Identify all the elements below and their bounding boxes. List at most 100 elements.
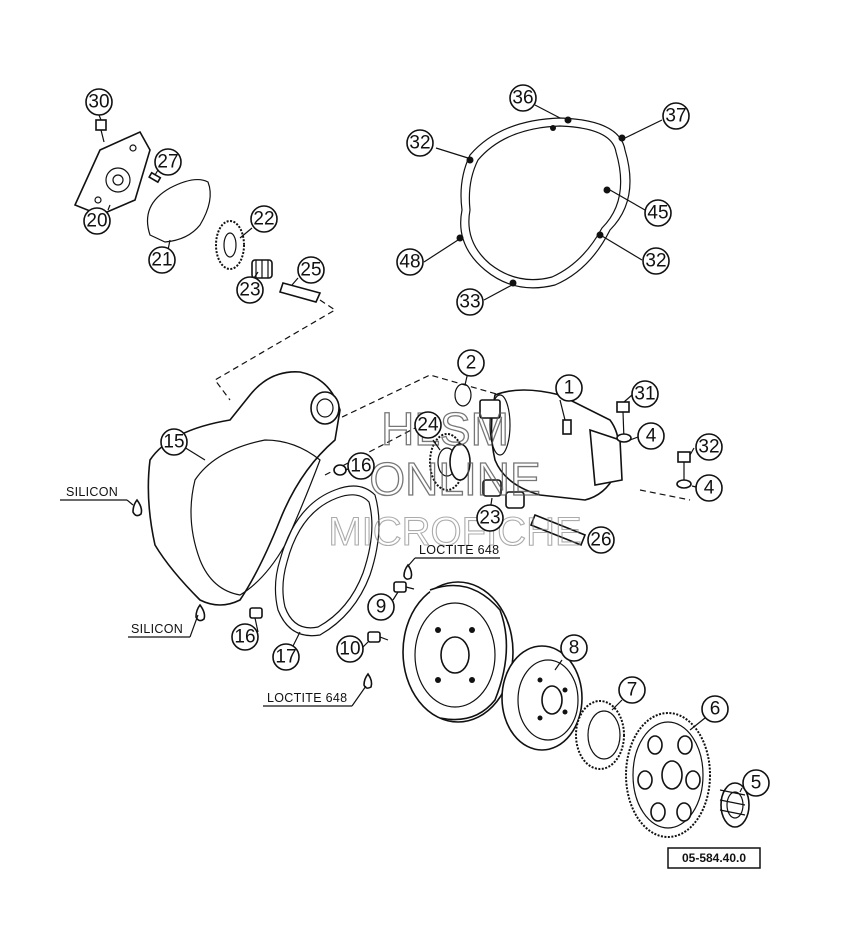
callout-2: 2 bbox=[457, 349, 485, 377]
svg-text:17: 17 bbox=[275, 647, 296, 668]
svg-text:9: 9 bbox=[376, 597, 387, 618]
starter-motor-part-1 bbox=[479, 389, 623, 501]
callout-10: 10 bbox=[336, 635, 364, 663]
callout-6: 6 bbox=[701, 695, 729, 723]
callout-48: 48 bbox=[396, 248, 424, 276]
svg-text:32: 32 bbox=[409, 133, 430, 154]
callout-30: 30 bbox=[85, 88, 113, 116]
callout-36: 36 bbox=[509, 84, 537, 112]
note-loctite-lower: LOCTITE 648 bbox=[267, 691, 347, 705]
cover-gasket-outline bbox=[456, 116, 631, 289]
callout-16-lower: 16 bbox=[231, 623, 259, 651]
shaft-part-26 bbox=[529, 513, 587, 547]
gasket-part-21 bbox=[146, 178, 211, 243]
sealant-drop-silicon-lower bbox=[195, 603, 206, 622]
svg-text:48: 48 bbox=[399, 252, 420, 273]
bearing-part-23-upper bbox=[251, 259, 273, 279]
callout-45: 45 bbox=[644, 199, 672, 227]
watermark-line-3: MICROFICHE bbox=[328, 510, 581, 554]
gasket-part-17 bbox=[274, 485, 380, 637]
svg-text:37: 37 bbox=[665, 106, 686, 127]
note-loctite-upper: LOCTITE 648 bbox=[419, 543, 499, 557]
svg-text:16: 16 bbox=[234, 627, 255, 648]
svg-text:21: 21 bbox=[151, 250, 172, 271]
svg-text:7: 7 bbox=[627, 680, 638, 701]
bolt-part-31 bbox=[616, 401, 632, 443]
screw-part-10 bbox=[363, 631, 389, 689]
note-silicon-lower: SILICON bbox=[131, 622, 183, 636]
gear-part-22 bbox=[215, 220, 245, 270]
callout-23-middle: 23 bbox=[476, 504, 504, 532]
svg-text:32: 32 bbox=[645, 251, 666, 272]
svg-text:22: 22 bbox=[253, 209, 274, 230]
callout-24: 24 bbox=[414, 411, 442, 439]
callout-8: 8 bbox=[560, 634, 588, 662]
screw-part-9 bbox=[393, 563, 415, 593]
svg-text:2: 2 bbox=[466, 353, 477, 374]
svg-text:8: 8 bbox=[569, 638, 580, 659]
callout-32-right: 32 bbox=[695, 433, 723, 461]
screw-part-30 bbox=[95, 119, 107, 143]
svg-text:10: 10 bbox=[339, 639, 360, 660]
ignition-cover-part-15 bbox=[147, 371, 341, 606]
sealant-drop-silicon-upper bbox=[132, 498, 143, 517]
callout-17: 17 bbox=[272, 643, 300, 671]
bolt-part-32-right bbox=[676, 451, 692, 489]
callout-16-upper: 16 bbox=[347, 452, 375, 480]
callout-1: 1 bbox=[555, 374, 583, 402]
svg-text:15: 15 bbox=[163, 432, 184, 453]
assembly-lines bbox=[214, 299, 691, 501]
watermark: HLSM ONLINE MICROFICHE bbox=[328, 402, 582, 554]
freewheel-housing-part-8 bbox=[501, 645, 583, 751]
svg-text:32: 32 bbox=[698, 437, 719, 458]
rotor-flywheel-part bbox=[402, 581, 514, 723]
svg-text:6: 6 bbox=[710, 699, 721, 720]
callout-33: 33 bbox=[456, 288, 484, 316]
callout-22: 22 bbox=[250, 205, 278, 233]
dowel-part-16-upper bbox=[333, 464, 347, 476]
callout-25: 25 bbox=[297, 256, 325, 284]
svg-text:36: 36 bbox=[512, 88, 533, 109]
svg-text:4: 4 bbox=[646, 426, 657, 447]
starter-gear-part-6 bbox=[625, 712, 711, 838]
callout-21: 21 bbox=[148, 246, 176, 274]
svg-text:45: 45 bbox=[647, 203, 668, 224]
shaft-part-25 bbox=[278, 282, 322, 303]
reference-code-box: 05-584.40.0 bbox=[667, 847, 761, 869]
svg-text:25: 25 bbox=[300, 260, 321, 281]
callout-31: 31 bbox=[631, 380, 659, 408]
callout-7: 7 bbox=[618, 676, 646, 704]
svg-text:33: 33 bbox=[459, 292, 480, 313]
callout-37: 37 bbox=[662, 102, 690, 130]
svg-text:27: 27 bbox=[157, 152, 178, 173]
callout-23-upper: 23 bbox=[236, 276, 264, 304]
svg-text:31: 31 bbox=[634, 384, 655, 405]
callout-27: 27 bbox=[154, 148, 182, 176]
callout-20: 20 bbox=[83, 207, 111, 235]
callout-9: 9 bbox=[367, 593, 395, 621]
pin-part-27 bbox=[148, 171, 162, 184]
svg-text:30: 30 bbox=[88, 92, 109, 113]
svg-text:4: 4 bbox=[704, 478, 715, 499]
svg-text:23: 23 bbox=[479, 508, 500, 529]
svg-text:26: 26 bbox=[590, 530, 611, 551]
needle-bearing-part-5 bbox=[719, 782, 750, 828]
watermark-line-1: HLSM bbox=[381, 403, 509, 455]
callout-32-top: 32 bbox=[406, 129, 434, 157]
reference-code: 05-584.40.0 bbox=[682, 851, 746, 865]
o-ring-part-2 bbox=[454, 383, 472, 407]
callout-5: 5 bbox=[742, 769, 770, 797]
svg-text:5: 5 bbox=[751, 773, 762, 794]
freewheel-part-7 bbox=[575, 700, 625, 770]
leader-lines bbox=[60, 104, 743, 793]
svg-text:24: 24 bbox=[417, 415, 439, 436]
svg-text:20: 20 bbox=[86, 211, 107, 232]
svg-text:1: 1 bbox=[564, 378, 575, 399]
callout-26: 26 bbox=[587, 526, 615, 554]
callout-4-lower: 4 bbox=[695, 474, 723, 502]
bearing-part-23-middle bbox=[482, 479, 525, 509]
callout-32-mid: 32 bbox=[642, 247, 670, 275]
callout-4-upper: 4 bbox=[637, 422, 665, 450]
svg-text:16: 16 bbox=[350, 456, 371, 477]
